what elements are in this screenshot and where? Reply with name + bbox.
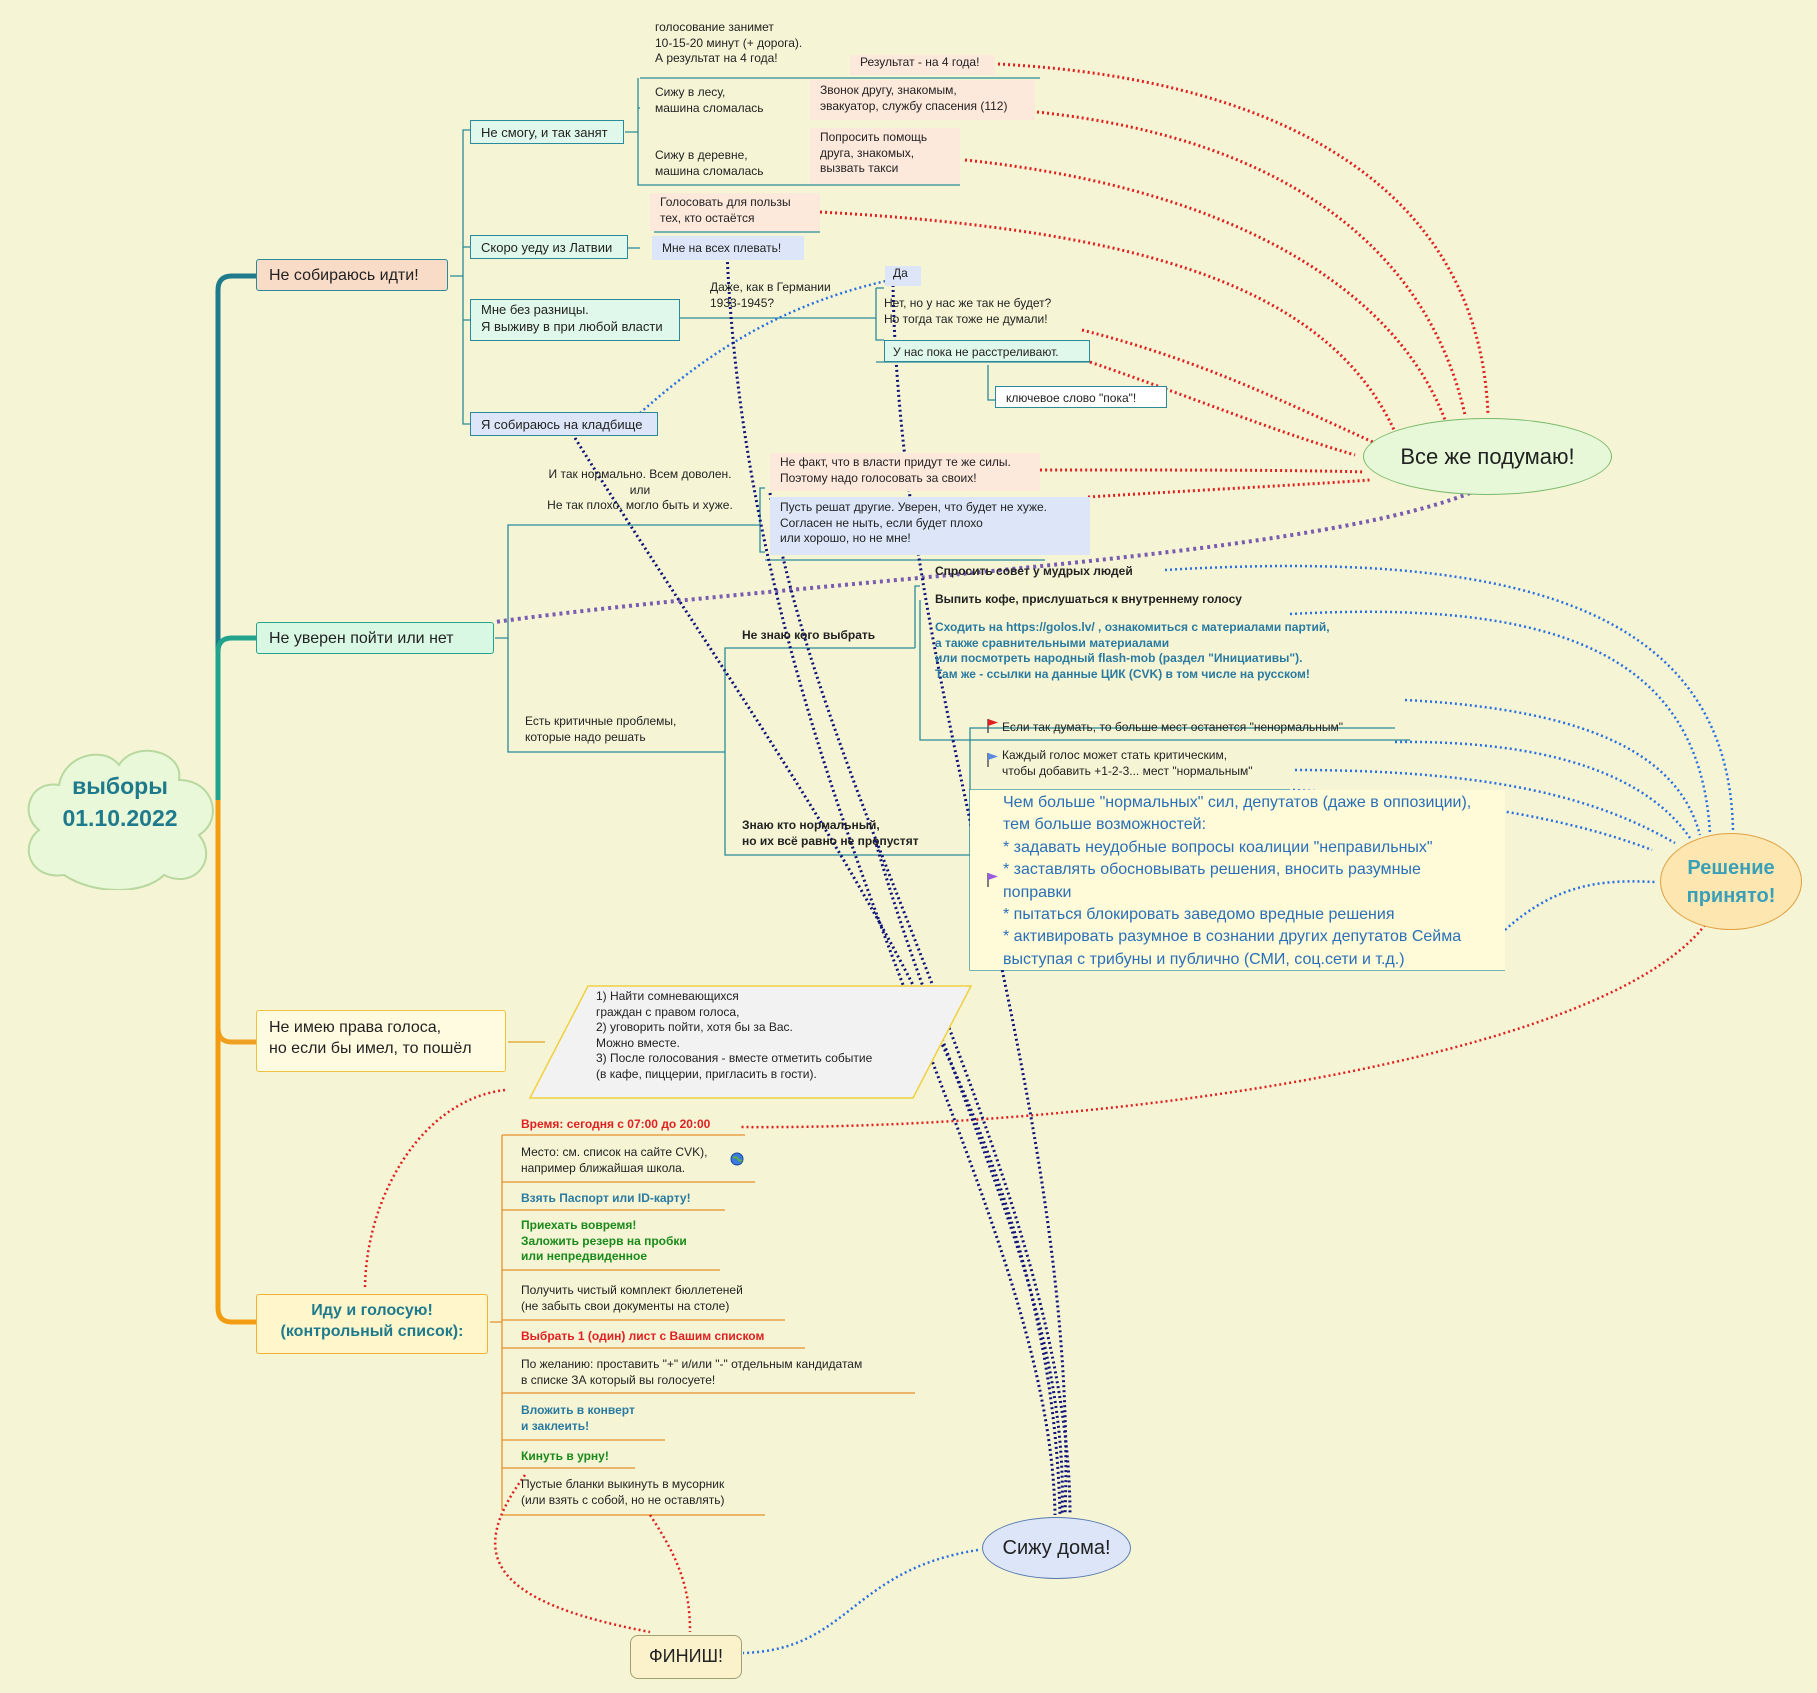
more-abnormal: Если так думать, то больше мест останетс… bbox=[1002, 720, 1344, 734]
purple-flag-icon bbox=[987, 873, 998, 887]
decided-ellipse[interactable]: Решение принято! bbox=[1660, 833, 1802, 930]
blue-flag-icon bbox=[987, 753, 998, 767]
indifferent-node[interactable]: Мне без разницы. Я выживу в при любой вл… bbox=[470, 299, 680, 341]
time-note: голосование занимет 10-15-20 минут (+ до… bbox=[655, 20, 803, 66]
root-title: выборы 01.10.2022 bbox=[62, 773, 178, 832]
coffee-node: Выпить кофе, прислушаться к внутреннему … bbox=[935, 592, 1242, 606]
checklist-envelope: Вложить в конверт и заклеить! bbox=[521, 1403, 635, 1433]
underline-bars bbox=[640, 77, 1092, 363]
checklist-plus-minus: По желанию: проставить "+" и/или "-" отд… bbox=[521, 1357, 863, 1387]
others-decide: Пусть решат другие. Уверен, что будет не… bbox=[770, 497, 1090, 555]
red-flag-icon bbox=[987, 719, 998, 733]
branch4-label[interactable]: Иду и голосую! (контрольный список): bbox=[256, 1294, 488, 1354]
village-node: Сижу в деревне, машина сломалась bbox=[655, 148, 764, 178]
checklist-place: Место: см. список на сайте CVK), наприме… bbox=[521, 1145, 708, 1175]
germany-question: Даже, как в Германии 1933-1945? bbox=[710, 280, 831, 310]
branch2-connectors bbox=[495, 487, 1505, 971]
finish-label: ФИНИШ! bbox=[648, 1646, 724, 1667]
golos-link[interactable]: Сходить на https://golos.lv/ , ознакомит… bbox=[935, 620, 1330, 681]
dont-know-node: Не знаю кого выбрать bbox=[742, 628, 876, 642]
forest-node: Сижу в лесу, машина сломалась bbox=[655, 85, 764, 115]
home-ellipse[interactable]: Сижу дома! bbox=[982, 1517, 1131, 1579]
keyword-note: ключевое слово "пока"! bbox=[995, 386, 1167, 408]
checklist-blanks: Пустые бланки выкинуть в мусорник (или в… bbox=[521, 1477, 725, 1507]
trunk-branch1 bbox=[215, 273, 256, 800]
branch1-label[interactable]: Не собираюсь идти! bbox=[256, 259, 448, 291]
checklist-time: Время: сегодня с 07:00 до 20:00 bbox=[521, 1117, 711, 1131]
checklist-passport: Взять Паспорт или ID-карту! bbox=[521, 1191, 691, 1205]
trunk-branch4 bbox=[215, 800, 256, 1325]
not-shot: У нас пока не расстреливают. bbox=[884, 340, 1090, 362]
checklist-choose: Выбрать 1 (один) лист с Вашим списком bbox=[521, 1329, 765, 1343]
plan-shape bbox=[528, 985, 973, 1099]
ask-wise: Спросить совет у мудрых людей bbox=[935, 564, 1133, 578]
know-node: Знаю кто нормальный, но их всё равно не … bbox=[742, 818, 919, 848]
branch1-connectors bbox=[450, 78, 995, 425]
home-label: Сижу дома! bbox=[1002, 1536, 1111, 1559]
root-cloud bbox=[27, 749, 214, 890]
more-normal: Чем больше "нормальных" сил, депутатов (… bbox=[970, 790, 1505, 970]
busy-node[interactable]: Не смогу, и так занят bbox=[470, 120, 624, 144]
think-label: Все же подумаю! bbox=[1400, 443, 1575, 469]
cemetery-node[interactable]: Я собираюсь на кладбище bbox=[470, 412, 658, 436]
decided-label: Решение принято! bbox=[1686, 856, 1776, 907]
checklist-urn: Кинуть в урну! bbox=[521, 1449, 609, 1463]
problems-node: Есть критичные проблемы, которые надо ре… bbox=[525, 714, 677, 744]
answer-yes: Да bbox=[885, 266, 921, 286]
vote-for-others: Голосовать для пользы тех, кто остаётся bbox=[650, 193, 820, 231]
forest-solution: Звонок другу, знакомым, эвакуатор, служб… bbox=[810, 80, 1035, 120]
finish-box[interactable]: ФИНИШ! bbox=[630, 1635, 742, 1679]
dont-care: Мне на всех плевать! bbox=[652, 236, 804, 260]
result-note: Результат - на 4 года! bbox=[850, 55, 995, 75]
not-fact: Не факт, что в власти придут те же силы.… bbox=[770, 453, 1040, 491]
normal-node: И так нормально. Всем доволен. или Не та… bbox=[547, 467, 733, 513]
red-arrows-think bbox=[819, 62, 1490, 499]
village-solution: Попросить помощь друга, знакомых, вызват… bbox=[810, 128, 960, 184]
globe-icon[interactable] bbox=[730, 1152, 744, 1166]
trunk-branch2 bbox=[215, 635, 256, 800]
checklist-on-time: Приехать вовремя! Заложить резерв на про… bbox=[521, 1218, 687, 1264]
branch2-label[interactable]: Не уверен пойти или нет bbox=[256, 622, 494, 654]
checklist-ballots: Получить чистый комплект бюллетеней (не … bbox=[521, 1283, 743, 1313]
blue-arrows-decided bbox=[639, 274, 1735, 1655]
checklist-connectors bbox=[490, 1134, 915, 1516]
branch3-label[interactable]: Не имею права голоса, но если бы имел, т… bbox=[256, 1010, 506, 1072]
plan-text: 1) Найти сомневающихся граждан с правом … bbox=[596, 989, 873, 1081]
answer-no: Нет, но у нас же так не будет? Но тогда … bbox=[884, 296, 1052, 326]
each-vote: Каждый голос может стать критическим, чт… bbox=[1002, 748, 1253, 778]
think-ellipse[interactable]: Все же подумаю! bbox=[1363, 418, 1612, 495]
leaving-node[interactable]: Скоро уеду из Латвии bbox=[470, 235, 628, 259]
